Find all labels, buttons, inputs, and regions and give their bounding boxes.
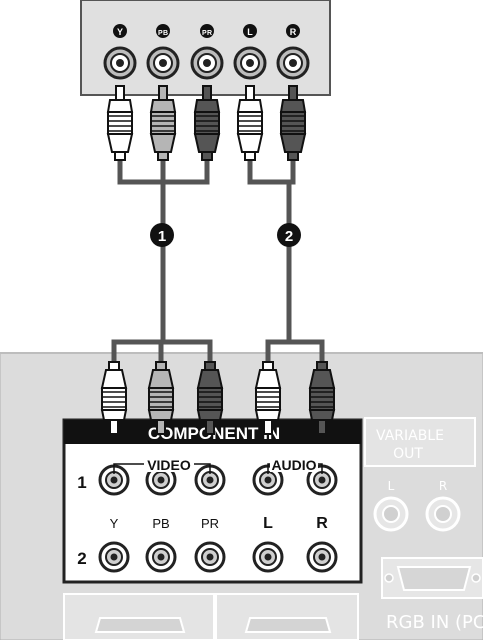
source-device-jacks: Y PB PR L R <box>103 24 310 80</box>
cable-2 <box>247 160 325 370</box>
source-plug-l <box>236 85 264 161</box>
tv-jack-row1-pr <box>194 464 226 496</box>
tv-jack-row2-pb <box>145 541 177 573</box>
variable-out-right-label: R <box>439 479 447 493</box>
source-jack-r: R <box>276 24 310 80</box>
source-jack-label-y: Y <box>117 27 123 37</box>
source-jack-l: L <box>233 24 267 80</box>
tv-jack-row2-r <box>306 541 338 573</box>
video-audio-labels: VIDEO AUDIO <box>144 456 318 473</box>
tv-jack-row2-y <box>98 541 130 573</box>
tv-column-label-r: R <box>316 515 328 532</box>
audio-group-label: AUDIO <box>271 457 316 473</box>
tv-plug-l <box>254 361 282 435</box>
tv-column-label-y: Y <box>110 516 119 531</box>
tv-component-jacks: 1 2 Y PB PR L R <box>77 463 338 573</box>
source-plug-y <box>106 85 134 161</box>
tv-column-label-pr: PR <box>201 516 219 531</box>
rgb-in-port <box>381 557 483 599</box>
tv-row-label-1: 1 <box>77 473 86 492</box>
variable-out-label-line1: VARIABLE <box>376 428 444 444</box>
source-jack-label-pb: PB <box>158 30 168 37</box>
tv-column-label-pb: PB <box>152 516 169 531</box>
tv-plug-r <box>308 361 336 435</box>
variable-out-left-label: L <box>388 479 395 493</box>
cable-1 <box>111 160 213 370</box>
plugs <box>100 85 336 435</box>
source-plug-r <box>279 85 307 161</box>
tv-back-panel: VARIABLE OUT L R RGB IN (PC <box>0 352 483 640</box>
tv-jack-row2-l <box>252 541 284 573</box>
cables <box>111 160 325 370</box>
hdmi-port-left <box>63 593 215 640</box>
tv-plug-y <box>100 361 128 435</box>
source-jack-label-l: L <box>247 27 253 37</box>
source-jack-pb: PB <box>146 24 180 80</box>
source-jack-label-r: R <box>290 27 297 37</box>
tv-column-label-l: L <box>263 515 273 532</box>
hdmi-port-right <box>215 593 359 640</box>
source-plug-pb <box>149 85 177 161</box>
tv-plug-pb <box>147 361 175 435</box>
tv-jack-row1-r <box>306 464 338 496</box>
source-device: Y PB PR L R <box>80 0 331 96</box>
source-jack-y: Y <box>103 24 137 80</box>
cable-marker-2: 2 <box>277 223 301 247</box>
video-group-label: VIDEO <box>147 457 191 473</box>
tv-jack-row1-l <box>252 464 284 496</box>
cable-marker-1-label: 1 <box>158 228 166 245</box>
source-plug-pr <box>193 85 221 161</box>
cable-marker-2-label: 2 <box>285 228 293 245</box>
source-jack-pr: PR <box>190 24 224 80</box>
rgb-in-label: RGB IN (PC <box>386 612 483 633</box>
tv-jack-row2-pr <box>194 541 226 573</box>
variable-out-cell <box>364 417 476 467</box>
variable-out-label-line2: OUT <box>393 446 423 462</box>
tv-plug-pr <box>196 361 224 435</box>
source-jack-label-pr: PR <box>202 30 212 37</box>
tv-row-label-2: 2 <box>77 549 86 568</box>
variable-out-jack-left <box>373 496 409 532</box>
variable-out-jack-right <box>425 496 461 532</box>
cable-marker-1: 1 <box>150 223 174 247</box>
